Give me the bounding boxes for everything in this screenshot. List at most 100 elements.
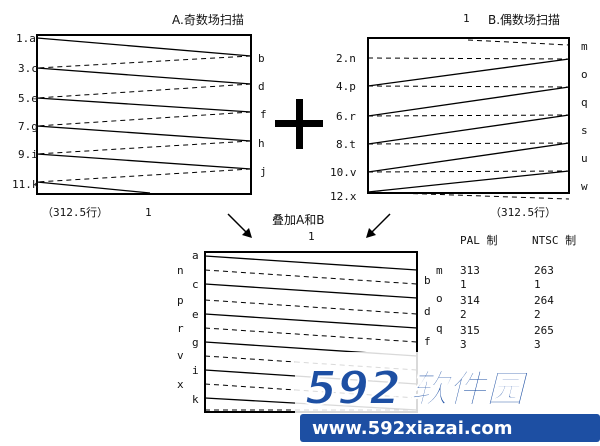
retrace-line: [367, 86, 570, 117]
plus-symbol: [275, 99, 323, 149]
watermark-brand-number: 592: [305, 361, 401, 415]
table-pal-5: 3: [460, 338, 467, 351]
overlay-label-v: v: [177, 349, 184, 362]
table-ntsc-0: 263: [534, 264, 554, 277]
scan-line: [367, 85, 570, 88]
panel-b-label-6r: 6.r: [336, 110, 356, 123]
scan-line: [367, 114, 570, 117]
watermark-url: www.592xiazai.com: [312, 418, 513, 439]
panel-a-line-count: （312.5行）: [42, 206, 108, 219]
panel-a-label-j: j: [260, 165, 267, 178]
panel-a-label-h: h: [258, 137, 265, 150]
watermark: 592 软件园 www.592xiazai.com: [295, 352, 600, 446]
retrace-line: [367, 170, 570, 193]
watermark-url-bar: [300, 414, 600, 442]
overlay-label-f: f: [424, 335, 431, 348]
panel-b-label-s: s: [581, 124, 588, 137]
panel-b-title: B.偶数场扫描: [488, 12, 560, 27]
overlay-label-q: q: [436, 322, 443, 335]
panel-b-scanlines: [367, 39, 570, 200]
retrace-line: [367, 58, 570, 87]
scan-line: [36, 181, 151, 194]
overlay-label-b: b: [424, 274, 431, 287]
scan-line: [36, 125, 252, 142]
retrace-line: [367, 114, 570, 145]
panel-b-label-w: w: [581, 180, 588, 193]
table-pal-4: 315: [460, 324, 480, 337]
table-ntsc-4: 265: [534, 324, 554, 337]
retrace-line: [367, 142, 570, 173]
arrow-a-to-overlay-icon: [227, 213, 252, 238]
panel-a-footer-mark: 1: [145, 206, 152, 219]
overlay-label-m: m: [436, 264, 443, 277]
overlay-left-outer-labels: n p r v x: [177, 264, 184, 391]
overlay-label-i: i: [192, 364, 199, 377]
panel-a-label-3c: 3.c: [18, 62, 38, 75]
panel-a-label-f: f: [260, 108, 267, 121]
overlay-label-x: x: [177, 378, 184, 391]
table-ntsc-1: 1: [534, 278, 541, 291]
panel-b-label-o: o: [581, 68, 588, 81]
panel-b-label-u: u: [581, 152, 588, 165]
overlay-label-g: g: [192, 336, 199, 349]
scan-line: [36, 97, 252, 113]
overlay-right-outer-labels: m o q: [436, 264, 443, 335]
panel-a-label-1a: 1.a: [16, 32, 36, 45]
overlay-label-o: o: [436, 292, 443, 305]
panel-a-left-labels: 1.a 3.c 5.e 7.g 9.i 11.k: [12, 32, 39, 191]
panel-b-right-labels: m o q s u w: [581, 40, 588, 193]
table-pal-1: 1: [460, 278, 467, 291]
overlay-label-a: a: [192, 249, 199, 262]
panel-b-label-m: m: [581, 40, 588, 53]
line-number-table: PAL 制 NTSC 制 313 1 314 2 315 3 263 1 264…: [460, 234, 576, 351]
overlay-label-p: p: [177, 294, 184, 307]
panel-a-frame: [36, 34, 252, 195]
panel-a-label-d: d: [258, 80, 265, 93]
panel-b-label-q: q: [581, 96, 588, 109]
table-ntsc-5: 3: [534, 338, 541, 351]
overlay-label-r: r: [177, 322, 184, 335]
panel-b-left-labels: 2.n 4.p 6.r 8.t 10.v 12.x: [330, 52, 357, 203]
overlay-label-c: c: [192, 278, 199, 291]
arrow-b-to-overlay-icon: [366, 213, 391, 238]
scan-line: [367, 170, 570, 173]
scan-line: [36, 37, 252, 57]
panel-a-label-11k: 11.k: [12, 178, 39, 191]
overlay-title: 叠加A和B: [272, 213, 324, 227]
overlay-label-d: d: [424, 305, 431, 318]
odd-field-line: [204, 255, 418, 271]
scan-line: [367, 191, 570, 200]
scan-line: [367, 57, 570, 60]
panel-b-label-12x: 12.x: [330, 190, 357, 203]
table-header-pal: PAL 制: [460, 234, 498, 247]
panel-a-title: A.奇数场扫描: [172, 12, 244, 27]
overlay-right-inner-labels: b d f: [424, 274, 431, 348]
table-header-ntsc: NTSC 制: [532, 234, 576, 247]
panel-b-label-4p: 4.p: [336, 80, 356, 93]
table-ntsc-2: 264: [534, 294, 554, 307]
overlay-label-n: n: [177, 264, 184, 277]
panel-b-label-2n: 2.n: [336, 52, 356, 65]
panel-b-line-count: （312.5行）: [490, 206, 556, 219]
odd-field-line: [204, 313, 418, 329]
table-pal-3: 2: [460, 308, 467, 321]
table-pal-2: 314: [460, 294, 480, 307]
overlay-label-k: k: [192, 393, 199, 406]
overlay-left-inner-labels: a c e g i k: [192, 249, 199, 406]
panel-a-scanlines: [36, 37, 252, 194]
scan-line: [467, 39, 570, 46]
odd-field-line: [204, 283, 418, 299]
watermark-brand-text: 软件园: [410, 367, 530, 411]
scan-line: [36, 153, 252, 170]
panel-a-label-5e: 5.e: [18, 92, 38, 105]
overlay-label-e: e: [192, 308, 199, 321]
panel-b-label-8t: 8.t: [336, 138, 356, 151]
scan-line: [367, 142, 570, 145]
scan-line: [36, 67, 252, 85]
panel-a-label-b: b: [258, 52, 265, 65]
table-ntsc-3: 2: [534, 308, 541, 321]
panel-a-label-9i: 9.i: [18, 148, 38, 161]
panel-b-label-10v: 10.v: [330, 166, 357, 179]
panel-b-top-mark: 1: [463, 12, 470, 25]
